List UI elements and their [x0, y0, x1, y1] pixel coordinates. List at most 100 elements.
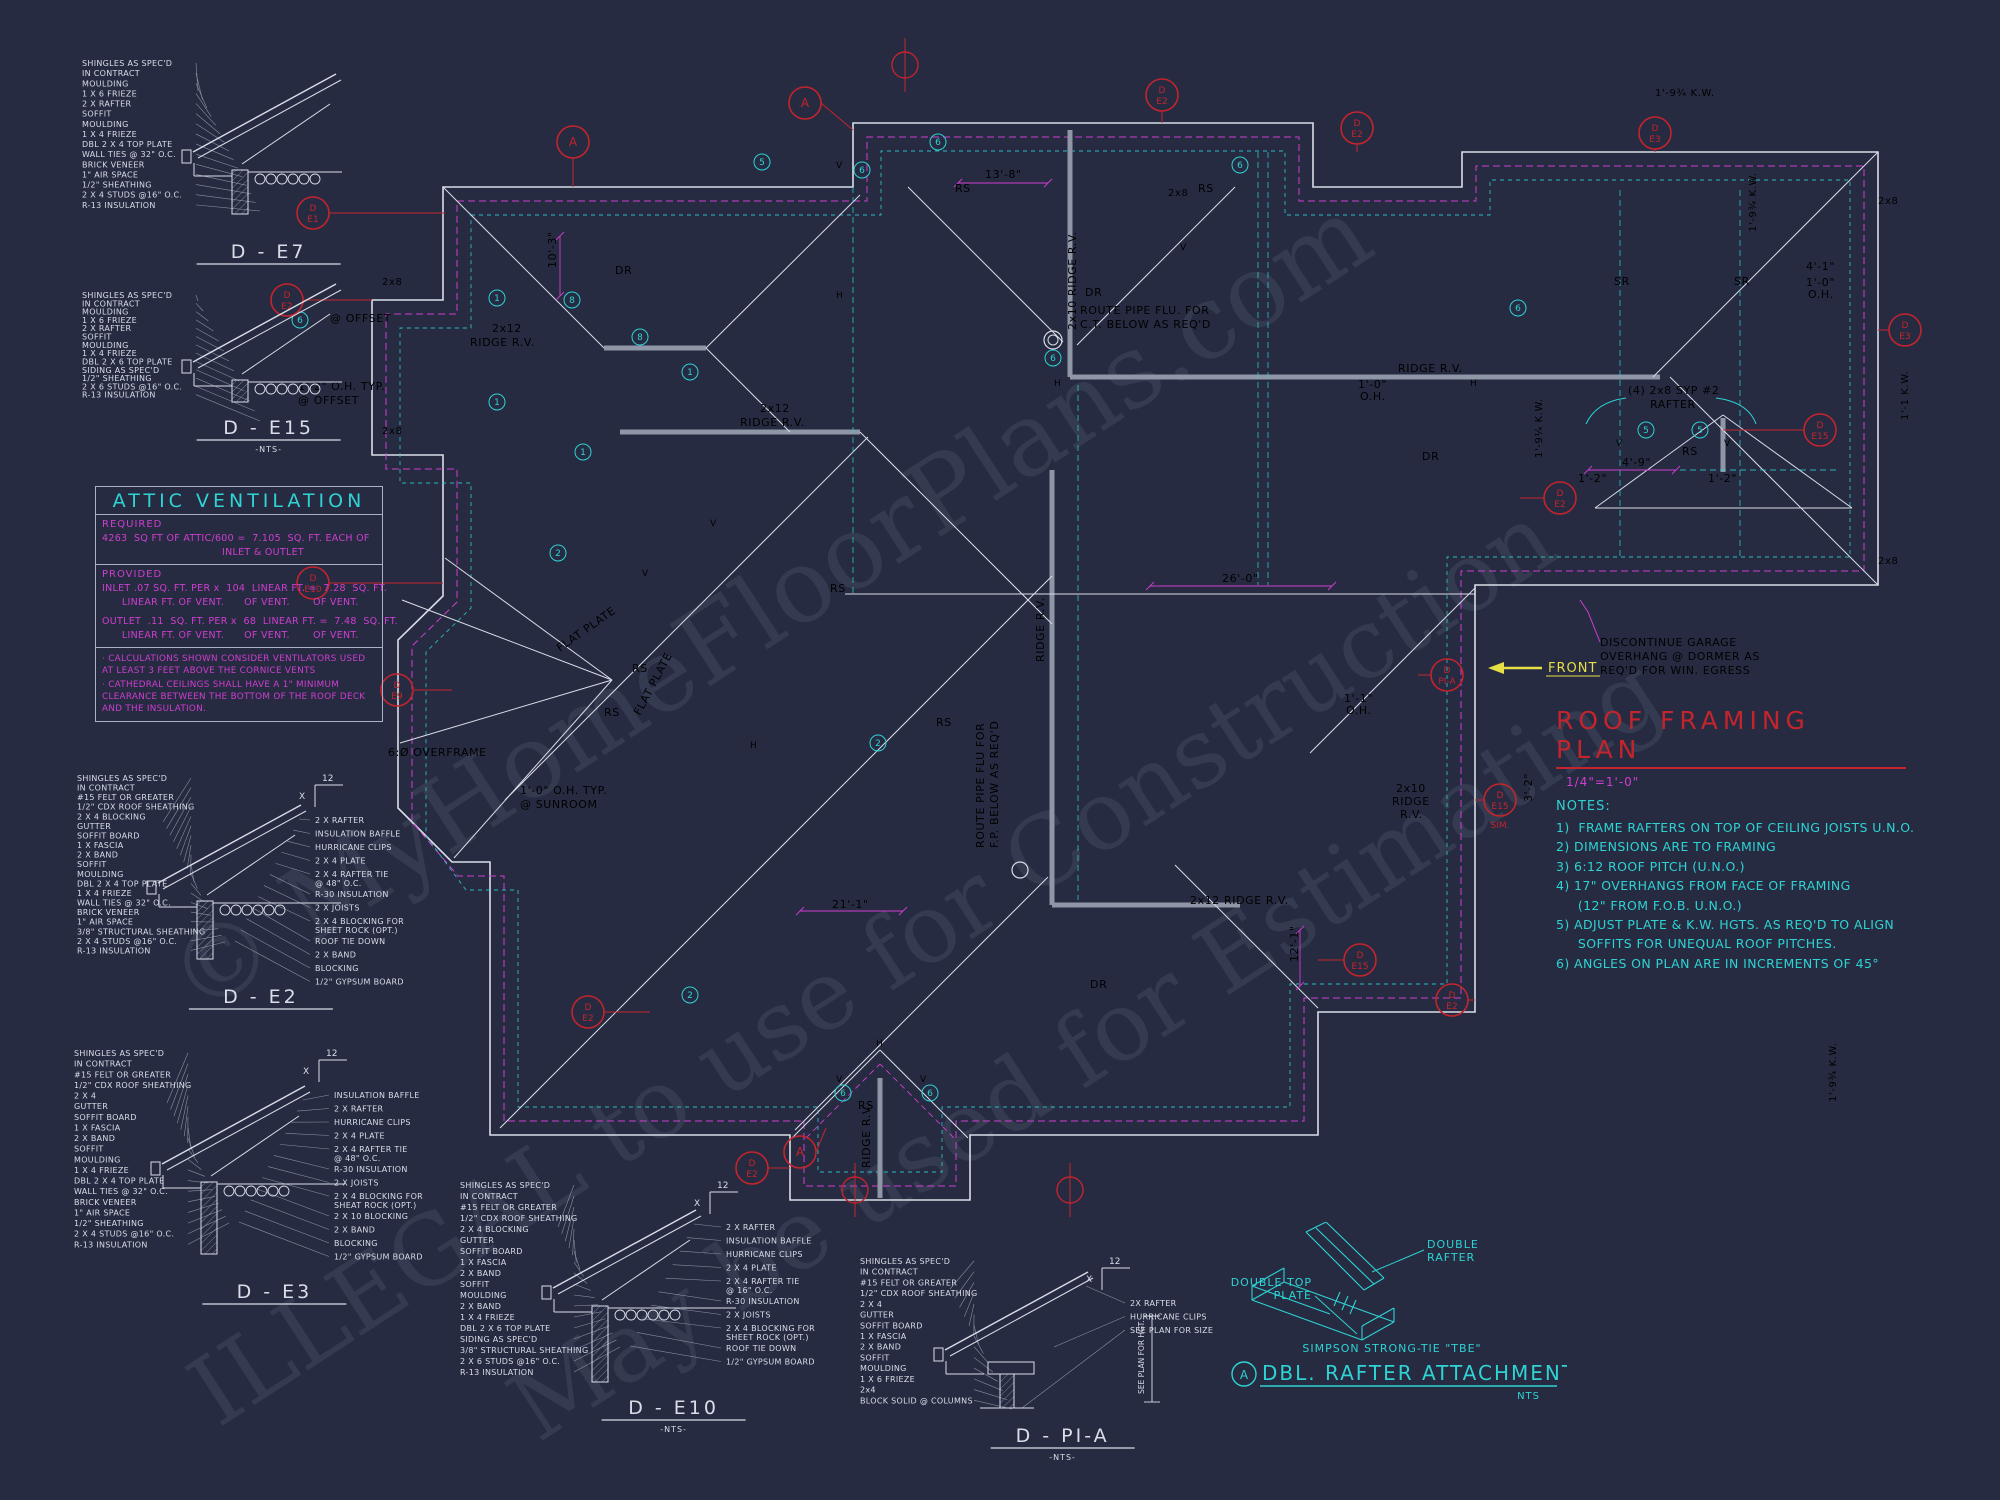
callout-number: PI-A	[1438, 677, 1456, 687]
dimension-tick	[1583, 465, 1593, 475]
detail-section-d-e10: SHINGLES AS SPEC'DIN CONTRACT#15 FELT OR…	[460, 1181, 815, 1434]
callout-letter: A	[801, 96, 810, 110]
detail-note-label: DBL 2 X 4 TOP PLATE	[74, 1177, 164, 1186]
insulation-coil	[669, 1309, 681, 1321]
iso-beam-line	[1325, 1222, 1385, 1279]
attic-provided-label: PROVIDED	[102, 569, 163, 580]
detail-callout	[556, 125, 590, 159]
insulation-coil	[276, 173, 288, 185]
detail-note-label: HURRICANE CLIPS	[1130, 1313, 1207, 1322]
dormer-overhang-dashed	[879, 1063, 955, 1139]
detail-note-label: GUTTER	[77, 822, 111, 831]
leader-line	[263, 885, 311, 908]
attic-inlet-line2: LINEAR FT. OF VENT. OF VENT. OF VENT.	[102, 597, 359, 608]
detail-note-label: BLOCKING	[334, 1239, 378, 1248]
leader-line	[190, 873, 198, 889]
leader-line	[573, 1294, 595, 1298]
dimension-tick	[555, 231, 565, 241]
attic-note-2: · CATHEDRAL CEILINGS SHALL HAVE A 1" MIN…	[102, 679, 366, 714]
leader-line	[561, 1195, 575, 1235]
leader-line	[629, 1345, 722, 1362]
leader-curve	[1585, 397, 1627, 425]
plan-label-group: RAFTER	[1650, 398, 1695, 411]
detail-callout	[296, 566, 330, 600]
hip-valley-line	[1174, 864, 1319, 1009]
callout-number: E10	[304, 585, 321, 595]
plan-label: RS	[955, 182, 971, 195]
detail-note-label: MOULDING	[82, 120, 129, 129]
detail-callout	[1483, 783, 1517, 817]
plan-label: O.H.	[1346, 704, 1372, 717]
detail-note-label: SIDING AS SPEC'D	[460, 1335, 537, 1344]
leader-line	[170, 1063, 189, 1110]
dimension-tick	[1043, 178, 1053, 188]
plan-label: RIDGE R.V.	[1034, 597, 1047, 662]
leader-line	[162, 777, 192, 823]
dimension-tick	[795, 906, 805, 916]
plan-label: 1'-9¾ K.W.	[1828, 1042, 1839, 1102]
plan-label-group: OVERHANG @ DORMER AS	[1600, 650, 1760, 663]
plan-label-group: 1'-9¾ K.W.	[1748, 172, 1759, 232]
plan-label: RS	[936, 716, 952, 729]
callout-number: E2	[582, 1014, 593, 1024]
leader-line	[195, 93, 212, 117]
detail-note-label: 1/2" GYPSUM BOARD	[334, 1253, 423, 1262]
leader-line	[665, 1277, 722, 1282]
detail-note-label: 1 X 4 FRIEZE	[74, 1166, 129, 1175]
plan-label: 21'-1"	[832, 898, 869, 911]
leader-line	[954, 1271, 975, 1299]
leader-line	[195, 386, 255, 412]
gutter-shape	[181, 359, 192, 374]
detail-note-label: IN CONTRACT	[77, 784, 135, 793]
plan-label: @ OFFSET	[330, 312, 391, 325]
plan-label-group: 2x12	[492, 322, 521, 335]
insulation-coil	[265, 173, 277, 185]
roof-slope-line	[197, 79, 342, 159]
circled-number-text: 5	[759, 158, 765, 168]
detail-title: D - E10	[628, 1397, 719, 1419]
plan-label-group: SR	[1734, 275, 1749, 288]
circled-number-text: 6	[840, 1089, 846, 1099]
wall-below-dashed-line	[399, 150, 1851, 1173]
detail-note-label: 1 X 4 FRIEZE	[82, 349, 137, 358]
circled-number-text: 8	[637, 333, 643, 343]
leader-line	[573, 1283, 591, 1291]
detail-note-label: 3/8" STRUCTURAL SHEATHING	[460, 1346, 588, 1355]
detail-note-label: SHEET ROCK (OPT.)	[726, 1333, 809, 1342]
plan-label-group: RS	[830, 582, 845, 595]
circled-number	[869, 734, 887, 752]
plan-label-group: 1'-1"	[1344, 692, 1372, 705]
insulation-coil	[252, 904, 264, 916]
roof-slope-line	[192, 73, 337, 153]
detail-note-label: MOULDING	[82, 79, 129, 88]
circled-number	[563, 291, 581, 309]
plan-label-group: O.H.	[1346, 704, 1372, 717]
hip-valley-line	[504, 436, 869, 801]
insulation-coil	[647, 1309, 659, 1321]
gutter-shape	[541, 1285, 552, 1300]
iso-beam-line	[1333, 1291, 1341, 1307]
circled-number-text: 6	[1237, 161, 1243, 171]
circled-number-text: 8	[569, 296, 575, 306]
plan-label: OVERHANG @ DORMER AS	[1600, 650, 1760, 663]
callout-letter: D	[1817, 421, 1824, 431]
leader-line	[287, 840, 311, 848]
detail-note-label: SHINGLES AS SPEC'D	[460, 1181, 550, 1190]
plan-label-group: 21'-1"	[832, 898, 869, 911]
detail-letter-circle	[1231, 1361, 1257, 1387]
insulation-coil	[223, 1185, 235, 1197]
leader-line	[177, 1084, 189, 1124]
plan-label: 2x10 RIDGE R.V.	[1066, 231, 1079, 330]
plan-label-group: V	[1724, 439, 1730, 449]
insulation-coil	[245, 1185, 257, 1197]
leader-line	[187, 1169, 205, 1177]
detail-note-label: HURRICANE CLIPS	[726, 1250, 803, 1259]
leader-line	[195, 361, 240, 382]
circled-number	[921, 1084, 939, 1102]
callout-letter: A	[569, 135, 578, 149]
callout-number: E2	[1156, 97, 1167, 107]
plan-label: V	[642, 569, 649, 579]
pitch-numerator: 12	[1109, 1257, 1120, 1267]
detail-note-label: 2 X 4 BLOCKING FOR	[334, 1192, 423, 1201]
attic-required-label: REQUIRED	[102, 519, 163, 530]
